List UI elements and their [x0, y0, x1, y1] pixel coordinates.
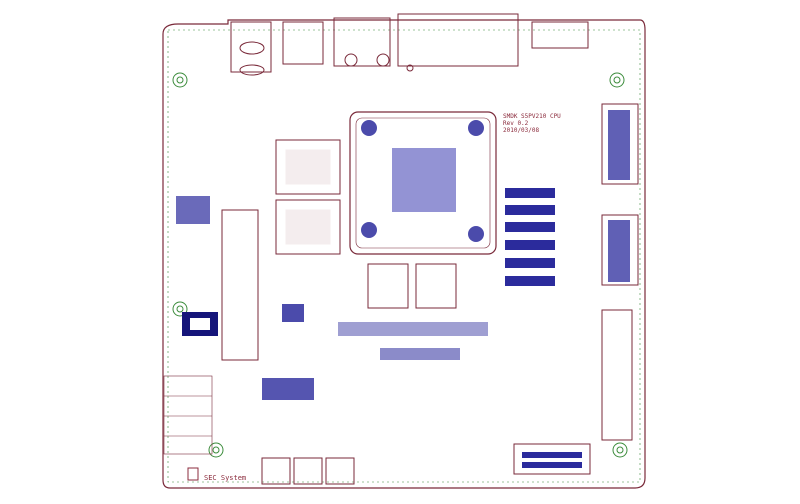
top-connectors: [230, 13, 589, 76]
silk-revision: Rev 0.2: [503, 120, 529, 127]
silk-logo-text: SEC System: [204, 474, 246, 482]
board-keepout-dashed: [167, 29, 641, 483]
silkscreen-table: [163, 375, 213, 455]
sd-card-slot: [513, 443, 591, 475]
bottom-jacks: [261, 457, 355, 485]
board-outline: [162, 19, 646, 489]
mounting-hole-icon: [172, 72, 628, 458]
silk-date: 2010/03/08: [503, 127, 540, 134]
left-side-components: [176, 196, 259, 361]
sec-logo-icon: [187, 467, 199, 481]
memory-blocks-bottom: [367, 263, 457, 309]
right-edge-connector: [601, 103, 639, 441]
right-bus-arrays: [505, 188, 555, 286]
silk-board-name: SMDK S5PV210 CPU: [503, 113, 561, 120]
memory-blocks-left: [275, 139, 341, 255]
center-pad-matrix: [262, 304, 488, 400]
cpu-module: [349, 111, 497, 255]
cpu-bga-area: [392, 148, 456, 212]
